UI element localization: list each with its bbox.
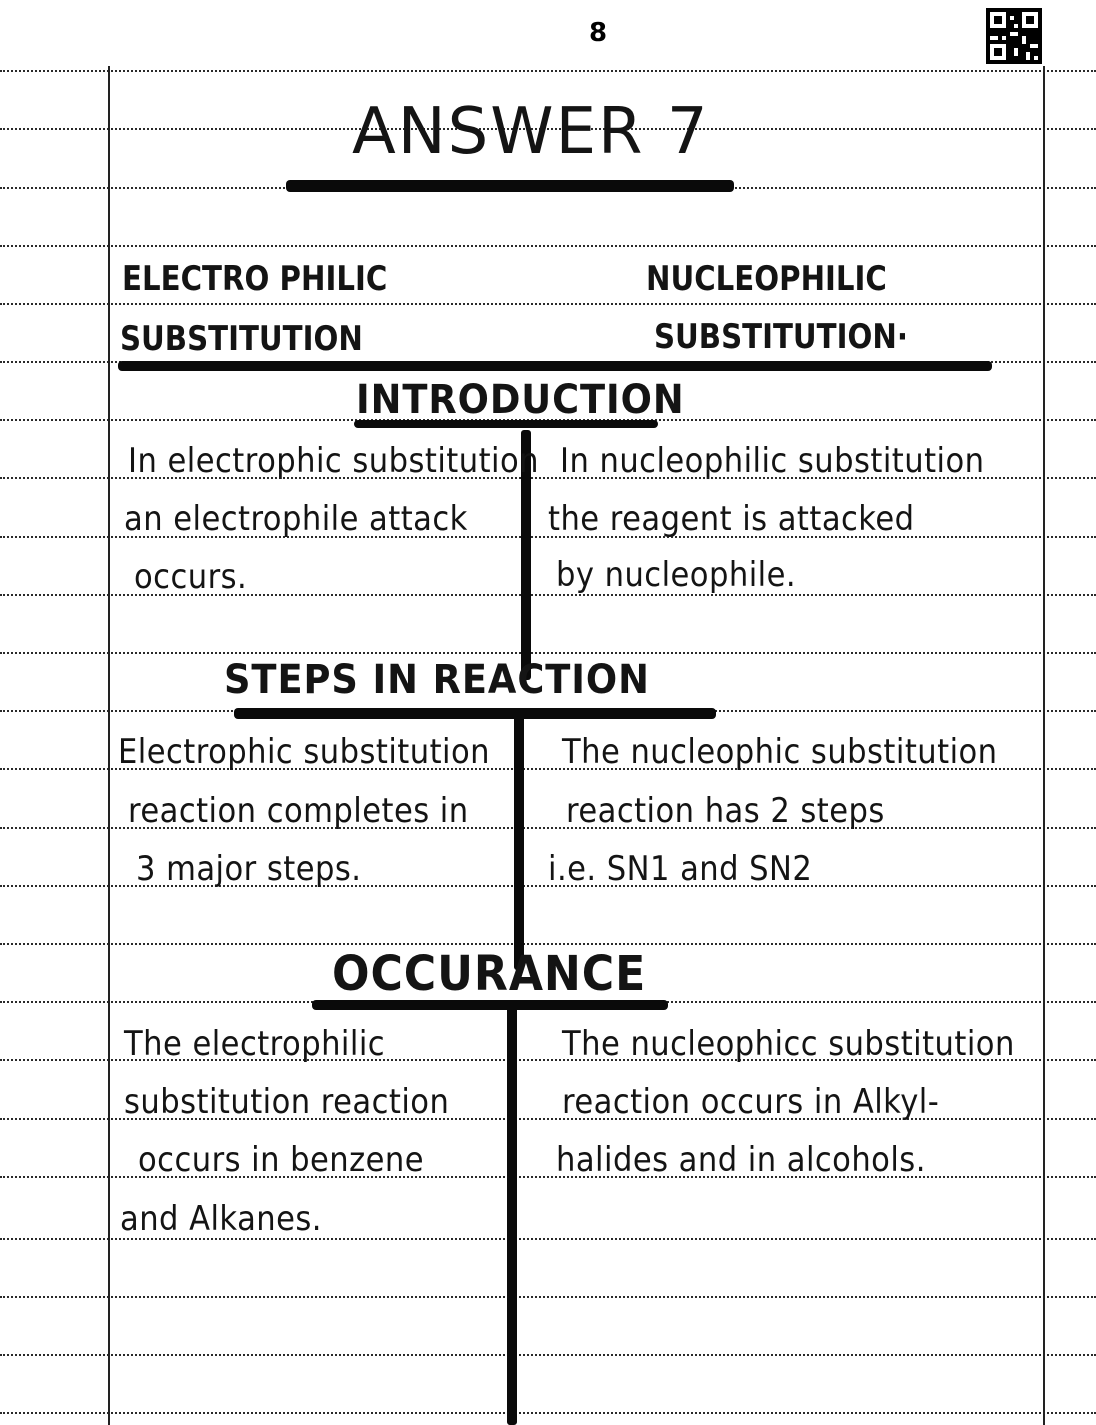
steps-right-line: i.e. SN1 and SN2 <box>548 849 813 889</box>
ruled-line <box>0 827 1096 829</box>
occurance-left-line: and Alkanes. <box>120 1199 322 1239</box>
ruled-line <box>0 594 1096 596</box>
center-divider <box>521 430 531 680</box>
ruled-line <box>0 1296 1096 1298</box>
left-column-heading-line2: SUBSTITUTION <box>120 319 363 359</box>
section-heading-introduction: INTRODUCTION <box>356 377 685 423</box>
introduction-left-line: occurs. <box>134 557 248 597</box>
ruled-line <box>0 885 1096 887</box>
right-column-heading-line2: SUBSTITUTION· <box>654 317 908 357</box>
steps-left-line: 3 major steps. <box>136 849 362 889</box>
ruled-line <box>0 128 1096 130</box>
left-margin-line <box>108 66 110 1425</box>
ruled-line <box>0 1354 1096 1356</box>
occurance-right-line: halides and in alcohols. <box>556 1140 926 1180</box>
ruled-line <box>0 1412 1096 1414</box>
ruled-line <box>0 1238 1096 1240</box>
right-margin-line <box>1043 66 1045 1425</box>
steps-left-line: reaction completes in <box>128 791 469 831</box>
introduction-left-line: In electrophic substitution <box>128 441 539 481</box>
page-number: 8 <box>588 18 608 48</box>
occurance-right-line: reaction occurs in Alkyl- <box>562 1082 940 1122</box>
introduction-right-line: the reagent is attacked <box>548 499 915 539</box>
steps-right-line: The nucleophic substitution <box>562 732 998 772</box>
ruled-line <box>0 652 1096 654</box>
steps-left-line: Electrophic substitution <box>118 732 490 772</box>
title-underline <box>286 180 734 192</box>
occurance-right-line: The nucleophicc substitution <box>562 1024 1015 1064</box>
section-heading-occurance: OCCURANCE <box>332 946 647 1002</box>
occurance-left-line: substitution reaction <box>124 1082 450 1122</box>
introduction-underline <box>354 420 658 428</box>
right-column-heading-line1: NUCLEOPHILIC <box>646 259 887 299</box>
ruled-line <box>0 1176 1096 1178</box>
page-title: ANSWER 7 <box>352 95 710 169</box>
column-headings-underline <box>118 361 992 371</box>
occurance-underline <box>312 1000 668 1010</box>
center-divider <box>514 712 524 970</box>
ruled-line <box>0 943 1096 945</box>
ruled-line <box>0 1118 1096 1120</box>
ruled-line <box>0 303 1096 305</box>
occurance-left-line: occurs in benzene <box>138 1140 425 1180</box>
ruled-line <box>0 768 1096 770</box>
introduction-right-line: by nucleophile. <box>556 555 797 595</box>
ruled-line <box>0 70 1096 72</box>
ruled-line <box>0 1059 1096 1061</box>
ruled-line <box>0 477 1096 479</box>
section-heading-steps-in-reaction: STEPS IN REACTION <box>224 657 650 703</box>
steps-right-line: reaction has 2 steps <box>566 791 885 831</box>
introduction-right-line: In nucleophilic substitution <box>560 441 985 481</box>
introduction-left-line: an electrophile attack <box>124 499 468 539</box>
ruled-line <box>0 245 1096 247</box>
center-divider <box>507 1002 517 1425</box>
steps-underline <box>234 708 716 719</box>
occurance-left-line: The electrophilic <box>124 1024 386 1064</box>
left-column-heading-line1: ELECTRO PHILIC <box>122 259 388 299</box>
ruled-line <box>0 536 1096 538</box>
qr-code-icon <box>986 8 1042 64</box>
